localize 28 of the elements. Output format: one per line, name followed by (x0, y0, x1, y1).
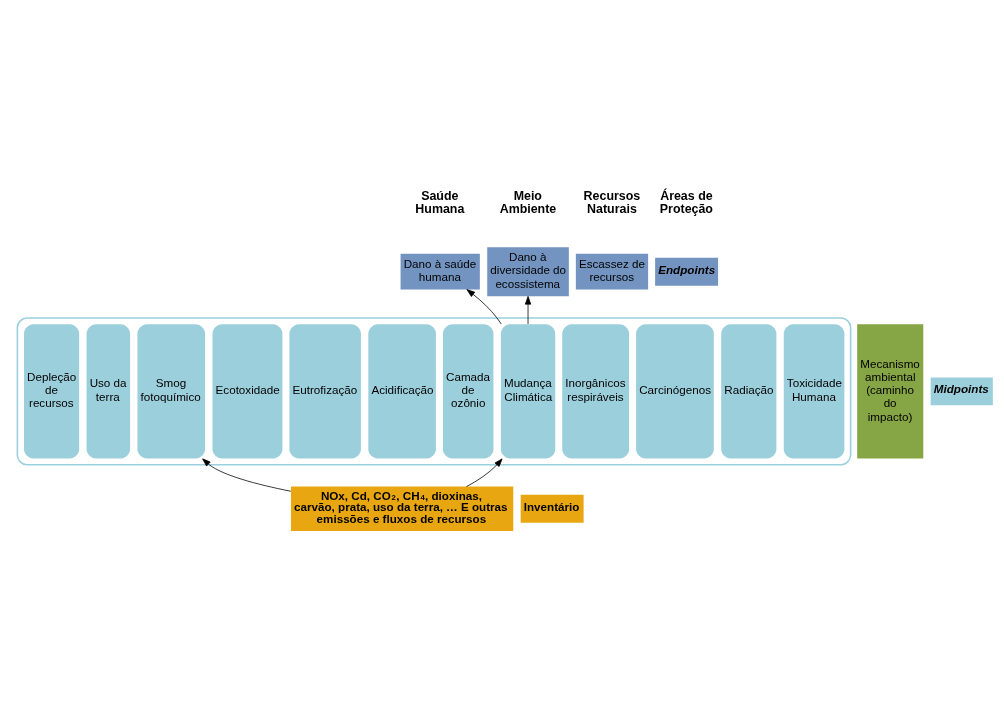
node-box: Inventário (520, 494, 584, 523)
node-box: Camada de ozônio (442, 323, 494, 459)
label: Áreas de Proteção (659, 188, 713, 216)
node-box: Smog fotoquímico (137, 323, 206, 459)
arrow (466, 458, 503, 487)
node-box: Dano à saúde humana (400, 253, 480, 290)
node-box: Eutrofização (289, 323, 361, 459)
node-box: Radiação (721, 323, 777, 459)
node-box: Depleção de recursos (23, 323, 80, 459)
node-box: Escassez de recursos (575, 253, 649, 290)
node-box: Endpoints (655, 257, 719, 286)
node-box: Midpoints (930, 376, 993, 405)
arrow (524, 295, 532, 324)
node-box: Carcinógenos (636, 323, 714, 459)
label: Recursos Naturais (583, 188, 641, 216)
node-box: Toxicidade Humana (783, 323, 845, 459)
node-box: NOx, Cd, CO2, CH4, dioxinas, carvão, prata, uso da terra, … E outras emissões e fluxos de recursos (290, 486, 514, 531)
node-box: Uso da terra (86, 323, 131, 459)
arrow (202, 457, 292, 492)
label: Saúde Humana (415, 188, 465, 216)
node-box: Dano à diversidade do ecossistema (487, 246, 569, 296)
node-box: Ecotoxidade (212, 323, 283, 459)
node-box: Mecanismo ambiental (caminho do impacto) (857, 323, 924, 459)
arrow (466, 288, 502, 324)
label: Meio Ambiente (499, 188, 557, 216)
node-box: Mudança Climática (500, 323, 556, 459)
node-box: Inorgânicos respiráveis (562, 323, 630, 459)
node-box: Acidificação (368, 323, 436, 459)
